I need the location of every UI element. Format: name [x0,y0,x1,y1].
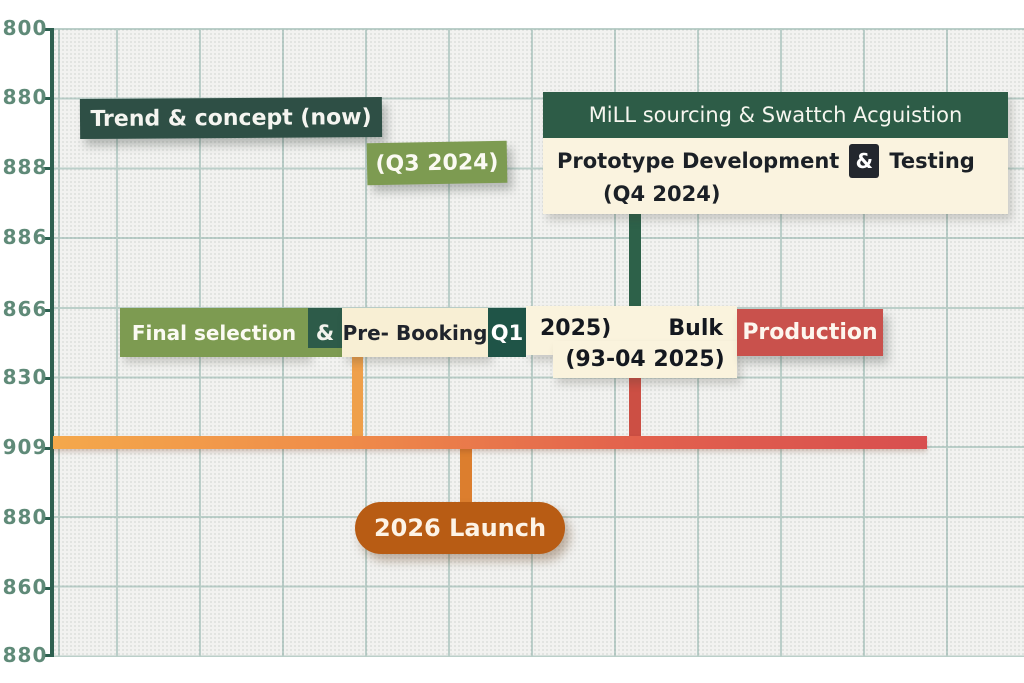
mill-sourcing-header: MiLL sourcing & Swattch Acguistion [543,92,1008,138]
pre-booking-label: Pre- Booking [342,320,488,345]
axis-tick [43,377,52,380]
axis-tick [43,167,52,170]
production-label: Production [742,320,878,345]
launch-2026-pill: 2026 Launch [355,502,565,554]
testing-label: Testing [889,149,975,173]
phase-pre-booking: Pre- Booking [342,308,488,357]
axis-tick-label: 880 [2,505,48,529]
axis-tick-label: 888 [2,155,48,179]
axis-tick-label: 860 [2,575,48,599]
axis-tick-label: 800 [2,16,48,40]
axis-tick [43,237,52,240]
year-2025-label: 2025) [540,316,612,341]
axis-tick-label: 886 [2,225,48,249]
phase-trend-concept-label: Trend & concept (now) [90,104,372,132]
ampersand-cell: & [308,308,342,357]
connector-prototype-to-bulk [629,203,641,310]
axis-tick [43,28,52,31]
phase-production: Production [737,309,883,356]
axis-tick [43,309,52,312]
phase-q3-2024-tag: (Q3 2024) [366,140,508,186]
ampersand-label: & [315,320,335,345]
mill-sourcing-header-label: MiLL sourcing & Swattch Acguistion [588,103,963,127]
axis-tick-label: 866 [2,297,48,321]
axis-tick-label: 830 [2,365,48,389]
axis-tick [43,97,52,100]
q1-label: Q1 [490,320,524,345]
launch-2026-label: 2026 Launch [373,514,547,542]
prototype-date-label: (Q4 2024) [603,182,721,206]
prototype-development-body: Prototype Development & Testing (Q4 2024… [543,138,1008,214]
axis-tick [43,447,52,450]
axis-tick-label: 909 [2,435,48,459]
axis-tick-label: 880 [2,643,48,667]
axis-tick [43,587,52,590]
bulk-label: Bulk [668,316,723,341]
phase-q3-2024-label: (Q3 2024) [375,149,499,177]
bulk-dates-label: (93-04 2025) [565,347,725,372]
axis-tick [43,654,52,657]
phase-trend-concept: Trend & concept (now) [79,96,383,140]
bulk-dates-note: (93-04 2025) [553,341,737,378]
phase-mill-sourcing-card: MiLL sourcing & Swattch Acguistion Proto… [543,92,1008,214]
phase-final-selection: Final selection [120,308,308,357]
axis-tick [43,517,52,520]
final-selection-label: Final selection [131,320,297,345]
prototype-line: Prototype Development & Testing [557,144,1008,178]
ampersand-badge: & [849,144,880,178]
timeline-bar [53,436,927,449]
q1-badge: Q1 [488,308,526,357]
y-axis-line [50,28,54,657]
prototype-development-label: Prototype Development [557,149,840,173]
connector-final-to-timeline [352,356,363,438]
axis-tick-label: 880 [2,85,48,109]
connector-timeline-to-launch [460,443,472,505]
connector-bulk-to-timeline [629,374,641,438]
